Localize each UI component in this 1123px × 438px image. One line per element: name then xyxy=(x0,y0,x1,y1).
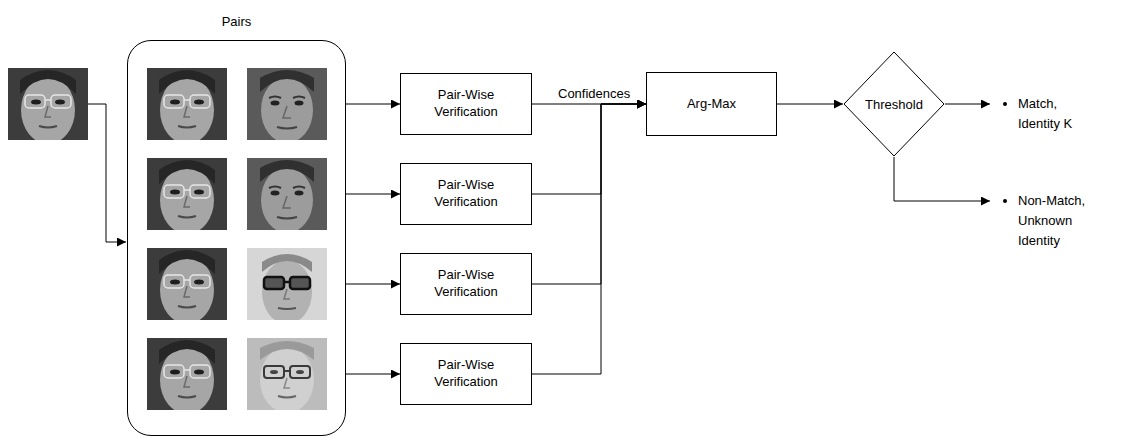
process-box: Pair-Wise Verification xyxy=(400,253,532,315)
query-face xyxy=(147,338,227,414)
box-label: Pair-Wise Verification xyxy=(416,177,516,211)
arrow-connector xyxy=(777,104,843,105)
box-label: Arg-Max xyxy=(687,96,736,113)
gallery-face xyxy=(247,68,327,143)
outcome-label: Non-Match, Unknown Identity xyxy=(1018,191,1098,251)
outcome-label: Match, Identity K xyxy=(1018,94,1098,134)
process-box: Pair-Wise Verification xyxy=(400,343,532,405)
arrow-connector xyxy=(532,104,646,194)
decision-label: Threshold xyxy=(865,97,923,112)
box-label: Pair-Wise Verification xyxy=(416,267,516,301)
pair-group: Pairs xyxy=(127,40,346,436)
process-box: Pair-Wise Verification xyxy=(400,73,532,135)
box-label: Pair-Wise Verification xyxy=(416,357,516,391)
gallery-face xyxy=(247,338,327,413)
arrow-connector xyxy=(346,374,400,375)
box-label: Pair-Wise Verification xyxy=(416,87,516,121)
query-face xyxy=(147,248,227,324)
decision-diamond: Threshold xyxy=(843,51,945,157)
process-box: Arg-Max xyxy=(646,72,777,136)
arrow-connector xyxy=(346,194,400,195)
arrow-connector xyxy=(532,104,646,284)
outcome-arrow xyxy=(945,104,990,105)
input-arrow xyxy=(88,104,126,242)
query-face xyxy=(8,68,88,144)
process-box: Pair-Wise Verification xyxy=(400,163,532,225)
query-face xyxy=(147,158,227,234)
diamond-shape xyxy=(844,52,944,156)
outcome-arrow xyxy=(894,157,990,201)
arrow-connector xyxy=(346,284,400,285)
arrow-connector xyxy=(532,104,646,374)
arrow-connector xyxy=(346,104,400,105)
gallery-face xyxy=(247,248,327,324)
query-face xyxy=(147,68,227,144)
edge-label: Confidences xyxy=(557,86,631,102)
group-heading: Pairs xyxy=(128,14,345,30)
gallery-face xyxy=(247,158,327,233)
